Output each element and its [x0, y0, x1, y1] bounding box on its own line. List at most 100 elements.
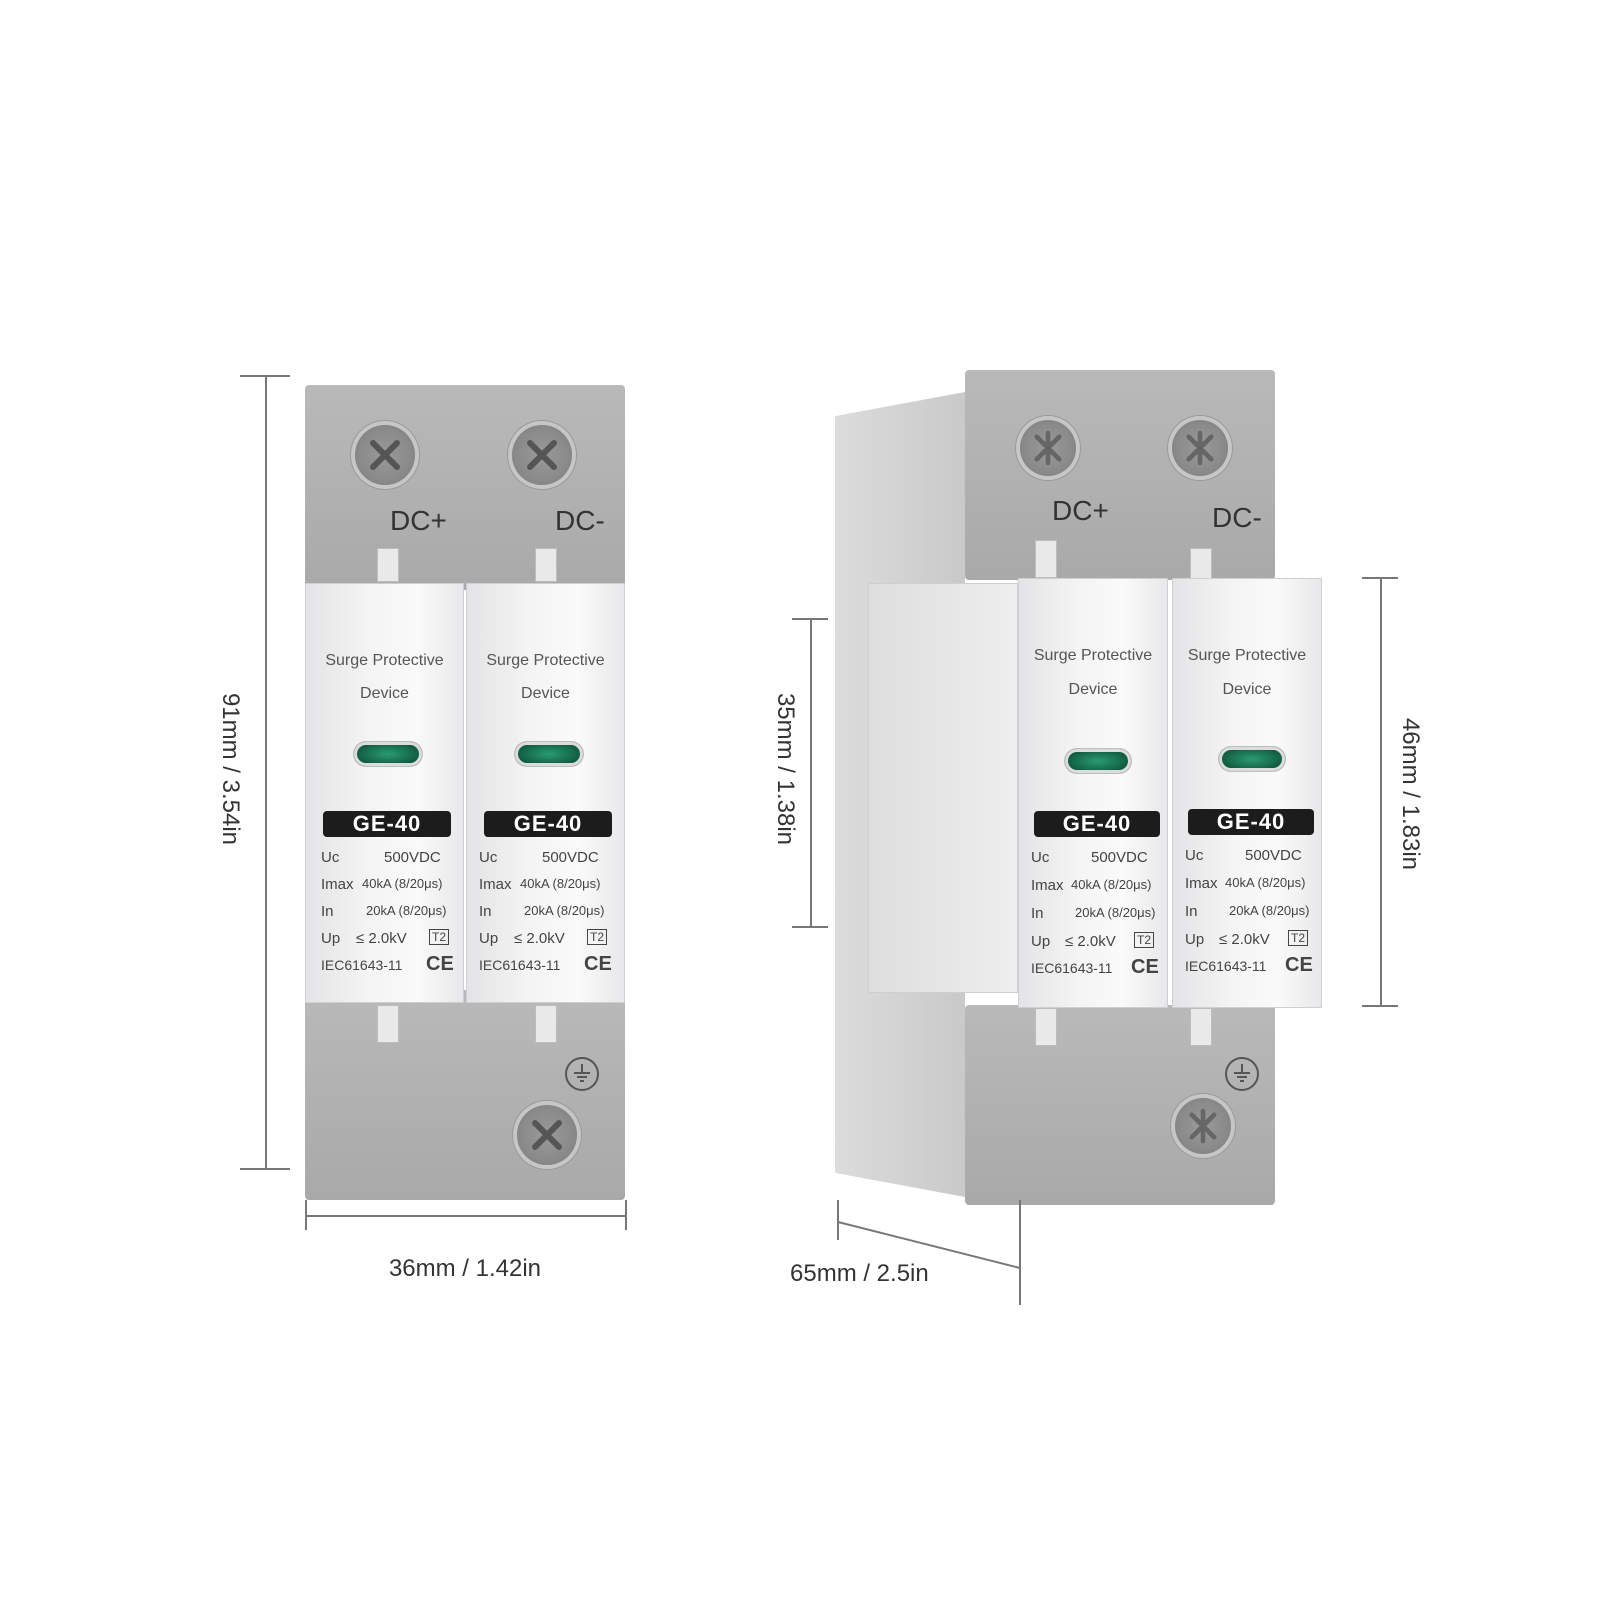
- spd-module: Surge Protective Device GE-40 Uc 500VDC …: [1018, 578, 1168, 1008]
- module-height-left-line: [810, 618, 812, 928]
- spec-value: 20kA (8/20μs): [1075, 905, 1156, 920]
- module-title-line1: Surge Protective: [1033, 647, 1153, 664]
- spec-value: ≤ 2.0kV: [356, 930, 407, 947]
- housing-bottom: [305, 990, 625, 1200]
- terminal-label-positive: DC+: [390, 505, 447, 536]
- spec-key: Imax: [1185, 875, 1218, 892]
- width-dimension-label: 36mm / 1.42in: [388, 1255, 542, 1282]
- spec-value: 40kA (8/20μs): [362, 876, 443, 891]
- spec-key: Uc: [1031, 849, 1050, 866]
- module-title-line2: Device: [1222, 681, 1272, 698]
- ce-mark: CE: [1285, 954, 1313, 976]
- bottom-tab: [1190, 1008, 1212, 1046]
- screw-icon: [512, 425, 572, 485]
- depth-dimension-label: 65mm / 2.5in: [790, 1260, 929, 1287]
- width-dimension-tick-right: [625, 1200, 627, 1230]
- spd-module: Surge Protective Device GE-40 Uc 500VDC …: [305, 583, 464, 1003]
- module-title-line2: Device: [1068, 681, 1118, 698]
- spec-key: In: [1185, 903, 1198, 920]
- bottom-tab: [535, 1005, 557, 1043]
- ground-icon: [565, 1057, 599, 1091]
- spec-key: In: [321, 903, 334, 920]
- standard-label: IEC61643-11: [1185, 958, 1267, 974]
- housing-bottom: [965, 1005, 1275, 1205]
- model-badge: GE-40: [1188, 809, 1314, 835]
- spec-value: 500VDC: [1091, 849, 1148, 866]
- module-height-right-tick-bottom: [1362, 1005, 1398, 1007]
- screw-icon: [517, 1105, 577, 1165]
- housing-top: [305, 385, 625, 590]
- spec-key: Up: [1185, 931, 1205, 948]
- module-height-right-line: [1380, 577, 1382, 1007]
- side-cover: [868, 583, 1018, 993]
- module-height-right-tick-top: [1362, 577, 1398, 579]
- screw-icon: [1020, 420, 1076, 476]
- status-indicator: [354, 742, 422, 766]
- height-dimension-label: 91mm / 3.54in: [217, 692, 244, 846]
- depth-dimension-lines: [837, 1200, 1021, 1305]
- spec-key: Up: [479, 930, 499, 947]
- ce-mark: CE: [1131, 956, 1159, 978]
- spec-key: Up: [321, 930, 341, 947]
- type-badge: T2: [1288, 930, 1309, 946]
- spec-value: 40kA (8/20μs): [1225, 875, 1306, 890]
- screw-icon: [355, 425, 415, 485]
- spec-key: Uc: [321, 849, 340, 866]
- status-indicator: [515, 742, 583, 766]
- spec-value: 40kA (8/20μs): [1071, 877, 1152, 892]
- screw-icon: [1175, 1098, 1231, 1154]
- spec-value: ≤ 2.0kV: [1219, 931, 1270, 948]
- module-height-left-label: 35mm / 1.38in: [772, 692, 799, 846]
- spec-value: 500VDC: [384, 849, 441, 866]
- spec-key: Uc: [1185, 847, 1204, 864]
- model-badge: GE-40: [323, 811, 451, 837]
- module-height-left-tick-bottom: [792, 926, 828, 928]
- top-tab: [1035, 540, 1057, 578]
- type-badge: T2: [1134, 932, 1155, 948]
- top-tab: [535, 548, 557, 582]
- model-badge: GE-40: [484, 811, 612, 837]
- spec-value: 500VDC: [542, 849, 599, 866]
- terminal-label-negative: DC-: [555, 505, 605, 536]
- spec-value: ≤ 2.0kV: [514, 930, 565, 947]
- width-dimension-line: [305, 1215, 625, 1217]
- bottom-tab: [1035, 1008, 1057, 1046]
- standard-label: IEC61643-11: [479, 957, 561, 973]
- spec-key: Imax: [1031, 877, 1064, 894]
- spd-module: Surge Protective Device GE-40 Uc 500VDC …: [1172, 578, 1322, 1008]
- module-title-line2: Device: [360, 685, 409, 702]
- type-badge: T2: [429, 929, 450, 945]
- standard-label: IEC61643-11: [321, 957, 403, 973]
- spec-value: 20kA (8/20μs): [1229, 903, 1310, 918]
- spec-value: 20kA (8/20μs): [524, 903, 605, 918]
- ground-icon: [1225, 1057, 1259, 1091]
- module-title-line1: Surge Protective: [1187, 647, 1307, 664]
- status-indicator: [1065, 749, 1131, 773]
- terminal-label-positive: DC+: [1052, 495, 1109, 526]
- spec-value: ≤ 2.0kV: [1065, 933, 1116, 950]
- spec-key: Up: [1031, 933, 1051, 950]
- terminal-label-negative: DC-: [1212, 502, 1262, 533]
- module-title-line2: Device: [521, 685, 570, 702]
- spec-key: Imax: [321, 876, 354, 893]
- spec-value: 40kA (8/20μs): [520, 876, 601, 891]
- top-tab: [377, 548, 399, 582]
- spd-module: Surge Protective Device GE-40 Uc 500VDC …: [466, 583, 625, 1003]
- module-height-right-label: 46mm / 1.83in: [1397, 717, 1424, 871]
- height-dimension-tick-bottom: [240, 1168, 290, 1170]
- width-dimension-tick-left: [305, 1200, 307, 1230]
- spec-key: In: [1031, 905, 1044, 922]
- standard-label: IEC61643-11: [1031, 960, 1113, 976]
- spec-key: In: [479, 903, 492, 920]
- module-height-left-tick-top: [792, 618, 828, 620]
- spec-value: 500VDC: [1245, 847, 1302, 864]
- housing-top: [965, 370, 1275, 580]
- module-title-line1: Surge Protective: [486, 652, 605, 669]
- bottom-tab: [377, 1005, 399, 1043]
- height-dimension-line: [265, 375, 267, 1170]
- ce-mark: CE: [426, 953, 454, 975]
- type-badge: T2: [587, 929, 608, 945]
- screw-icon: [1172, 420, 1228, 476]
- spec-value: 20kA (8/20μs): [366, 903, 447, 918]
- spec-key: Uc: [479, 849, 498, 866]
